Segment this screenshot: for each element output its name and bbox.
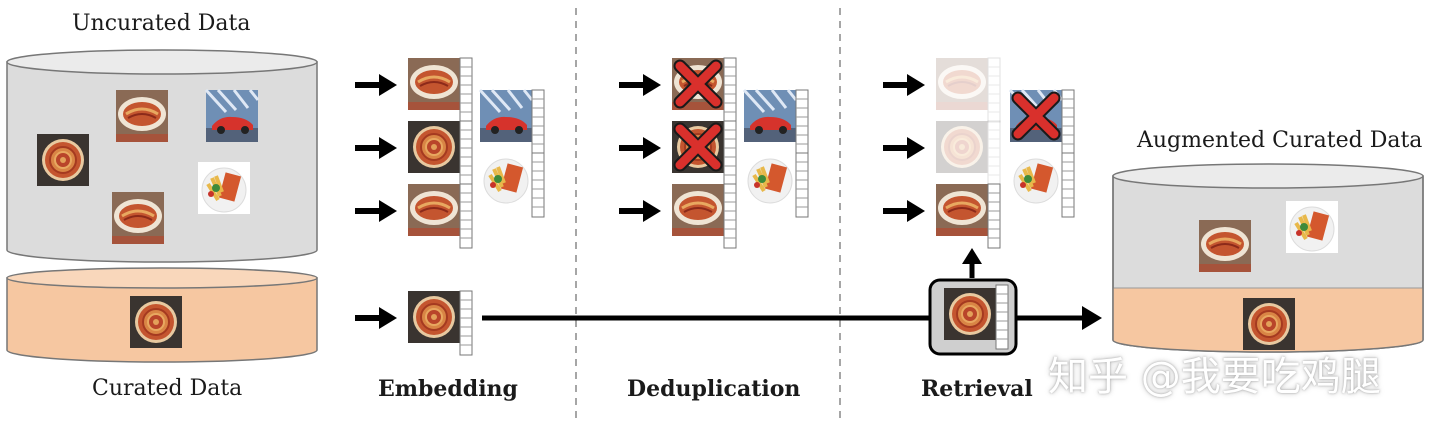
dedup-item-dish-removed bbox=[671, 120, 737, 186]
retrieval-arrow-1 bbox=[883, 74, 925, 96]
uncurated-image-oval-2 bbox=[110, 190, 166, 246]
embedding-arrow-curated bbox=[355, 307, 397, 329]
augmented-image-fries bbox=[1284, 199, 1340, 255]
retrieval-arrow-2 bbox=[883, 137, 925, 159]
embedding-arrow-3 bbox=[355, 200, 397, 222]
uncurated-data-label: Uncurated Data bbox=[72, 11, 251, 36]
embedding-label: Embedding bbox=[378, 376, 518, 402]
embedding-item-curated bbox=[407, 290, 473, 356]
dedup-arrow-1 bbox=[619, 74, 661, 96]
retrieval-label: Retrieval bbox=[921, 376, 1033, 402]
curated-data-label: Curated Data bbox=[92, 376, 243, 401]
augmented-data-label: Augmented Curated Data bbox=[1137, 128, 1423, 153]
embedding-arrow-1 bbox=[355, 74, 397, 96]
retrieval-up-arrow bbox=[962, 248, 982, 278]
embedding-item-dish bbox=[407, 120, 473, 186]
retrieval-item-faded-1 bbox=[934, 56, 1001, 123]
dedup-item-car bbox=[742, 88, 809, 155]
embedding-item-car bbox=[478, 88, 545, 155]
dedup-item-oval-kept bbox=[670, 182, 737, 249]
embedding-item-fries bbox=[478, 151, 545, 218]
embedding-arrow-2 bbox=[355, 137, 397, 159]
retrieval-arrow-3 bbox=[883, 200, 925, 222]
retrieval-query-box bbox=[928, 278, 1018, 356]
uncurated-image-fries bbox=[196, 160, 252, 216]
retrieval-item-fries bbox=[1008, 151, 1075, 218]
uncurated-image-oval bbox=[114, 88, 170, 144]
curated-image-dish bbox=[129, 295, 183, 349]
dedup-item-oval-removed bbox=[670, 56, 737, 123]
uncurated-image-car bbox=[204, 88, 260, 144]
dedup-arrow-3 bbox=[619, 200, 661, 222]
embedding-item-oval bbox=[406, 56, 473, 123]
uncurated-image-dish bbox=[36, 133, 90, 187]
dedup-arrow-2 bbox=[619, 137, 661, 159]
augmented-image-dish bbox=[1242, 297, 1296, 351]
retrieval-item-faded-2 bbox=[935, 120, 1001, 186]
embedding-item-oval-2 bbox=[406, 182, 473, 249]
watermark-text: 知乎 @我要吃鸡腿 bbox=[1048, 354, 1381, 400]
output-arrow bbox=[1016, 306, 1102, 330]
deduplication-label: Deduplication bbox=[627, 376, 801, 402]
retrieval-item-oval bbox=[934, 182, 1001, 249]
retrieval-item-car-removed bbox=[1008, 88, 1075, 155]
dedup-item-fries bbox=[742, 151, 809, 218]
augmented-image-oval bbox=[1197, 218, 1253, 274]
